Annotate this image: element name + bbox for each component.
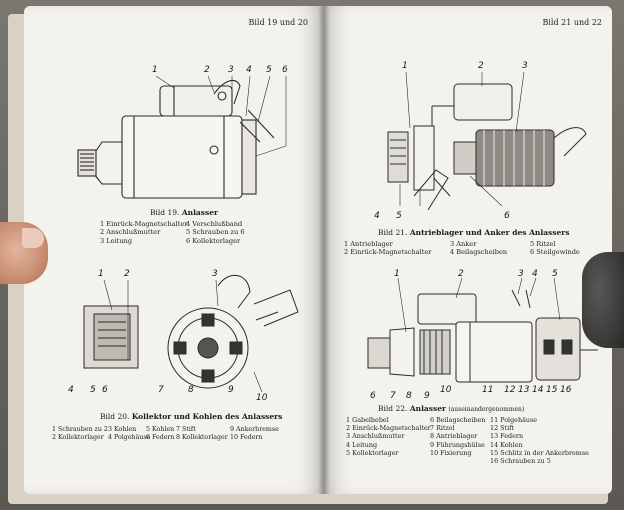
fig22-label-3: 3 [518,269,524,279]
thumb-nail [22,228,44,248]
fig19-label-4: 4 [246,65,252,75]
fig22-label-13: 13 [518,385,530,395]
fig20-label-10: 10 [256,393,268,403]
fig22-label-7: 7 [390,391,396,401]
starter-exploded-drawing: 1 2 3 4 5 6 7 8 9 10 11 12 13 14 15 16 [367,269,598,401]
fig21-caption-title: Antrieblager und Anker des Anlassers [409,228,570,237]
fig21-label-2: 2 [478,61,484,71]
fig22-label-4: 4 [532,269,538,279]
fig20-label-8: 8 [188,385,194,395]
fig19-label-3: 3 [228,65,234,75]
fig20-label-9: 9 [228,385,234,395]
fig22-label-1: 1 [394,269,400,279]
fig19-caption-title: Anlasser [181,208,218,217]
fig20-caption-title: Kollektor und Kohlen des Anlassers [131,412,283,421]
fig22-label-5: 5 [552,269,558,279]
right-page: Bild 21 und 22 [324,6,612,494]
fig19-caption: Bild 19. Anlasser [150,208,218,217]
figure-22-starter-disassembled: 1 2 3 4 5 6 7 8 9 10 11 12 13 14 15 16 [354,268,604,402]
armature-drawing: 1 2 3 4 5 6 [374,61,587,221]
fig22-label-2: 2 [458,269,464,279]
fig22-label-12: 12 [504,385,516,395]
fig21-label-1: 1 [402,61,408,71]
fig20-caption: Bild 20. Kollektor und Kohlen des Anlass… [100,412,283,421]
fig22-label-11: 11 [482,385,493,395]
fig22-caption-note: (auseinandergenommen) [448,406,525,413]
fig20-label-2: 2 [124,269,130,279]
fig19-label-2: 2 [204,65,210,75]
fig20-label-3: 3 [212,269,218,279]
fig21-label-5: 5 [396,211,402,221]
fig22-caption: Bild 22. Anlasser (auseinandergenommen) [378,404,525,413]
starter-drawing: 1 2 3 4 5 6 [77,65,288,199]
figure-19-starter: 1 2 3 4 5 6 [64,46,314,206]
fig22-label-14: 14 [532,385,544,395]
fig21-label-3: 3 [522,61,528,71]
fig20-label-6: 6 [102,385,108,395]
figure-21-armature: 1 2 3 4 5 6 [354,46,594,222]
fig20-label-5: 5 [90,385,96,395]
fig21-label-4: 4 [374,211,380,221]
paperweight-stone [582,252,624,348]
fig19-label-5: 5 [266,65,272,75]
left-running-head: Bild 19 und 20 [248,18,308,27]
fig22-label-6: 6 [370,391,376,401]
figure-20-commutator: 1 2 3 4 5 6 7 8 9 10 [68,264,308,404]
fig22-label-16: 16 [560,385,572,395]
fig20-label-1: 1 [98,269,104,279]
fig21-legend: 1 Antrieblager 3 Anker 5 Ritzel 2 Einrüc… [344,240,580,257]
fig22-caption-title: Anlasser [409,404,446,413]
commutator-drawing: 1 2 3 4 5 6 7 8 9 10 [68,269,299,403]
fig19-label-1: 1 [152,65,158,75]
fig21-caption: Bild 21. Antrieblager und Anker des Anla… [378,228,570,237]
fig22-label-8: 8 [406,391,412,401]
book-gutter [318,6,330,494]
fig20-legend: 1 Schrauben zu 2 3 Kohlen 5 Kohlen 7 Sti… [52,426,279,442]
fig22-label-15: 15 [546,385,558,395]
fig22-label-10: 10 [440,385,452,395]
fig22-label-9: 9 [424,391,430,401]
fig20-label-7: 7 [158,385,164,395]
left-page: Bild 19 und 20 [24,6,324,494]
fig19-label-6: 6 [282,65,288,75]
right-running-head: Bild 21 und 22 [542,18,602,27]
fig20-label-4: 4 [68,385,74,395]
fig21-label-6: 6 [504,211,510,221]
